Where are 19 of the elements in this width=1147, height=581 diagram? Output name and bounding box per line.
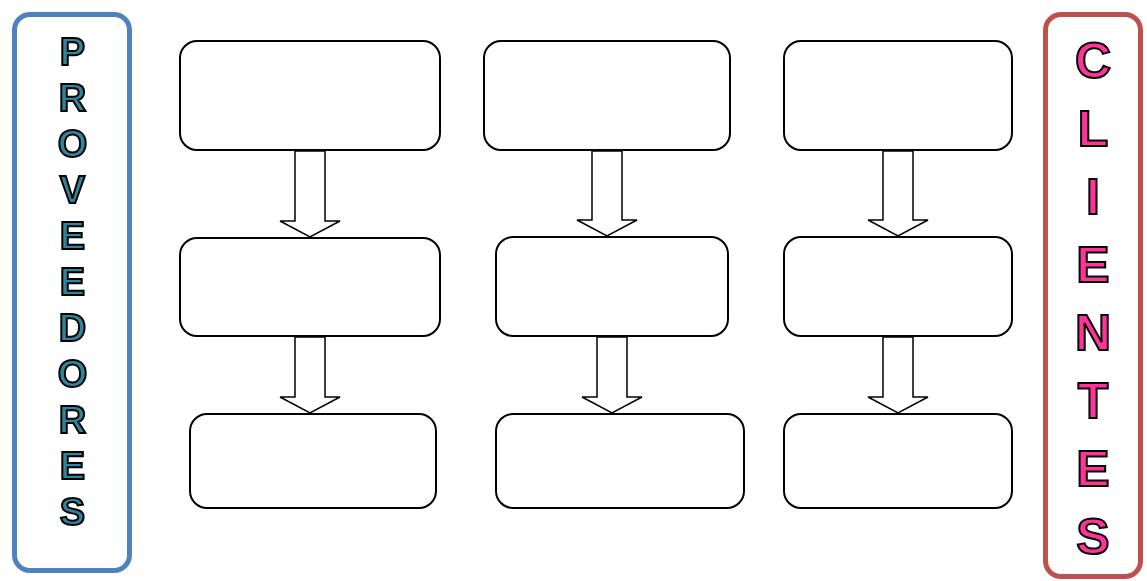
block-arrow	[279, 336, 341, 414]
block-arrow	[279, 150, 341, 238]
rounded-box	[783, 40, 1013, 151]
rounded-box	[189, 413, 437, 509]
block-arrow	[867, 336, 929, 414]
rounded-box	[783, 236, 1013, 337]
vertical-title: PROVEEDORES	[50, 31, 94, 537]
rounded-box	[783, 413, 1013, 509]
block-arrow	[867, 150, 929, 237]
vertical-title: CLIENTES	[1064, 33, 1122, 577]
label-panel	[12, 12, 132, 573]
rounded-box	[179, 237, 441, 337]
rounded-box	[483, 40, 731, 151]
rounded-box	[179, 40, 441, 151]
rounded-box	[495, 413, 745, 509]
label-panel	[1043, 12, 1143, 579]
rounded-box	[495, 236, 729, 337]
block-arrow	[576, 150, 638, 237]
block-arrow	[581, 336, 643, 414]
